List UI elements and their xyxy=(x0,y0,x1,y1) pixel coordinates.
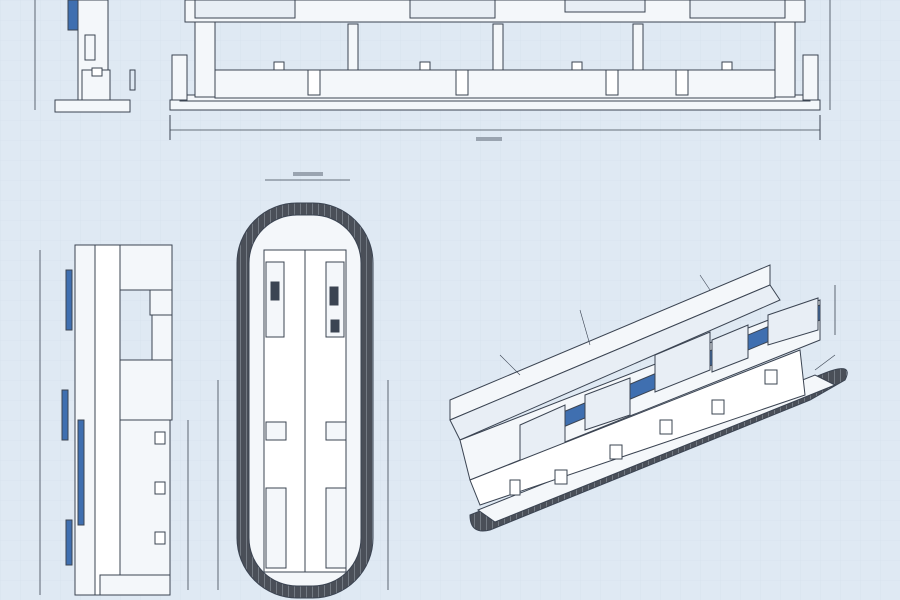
drawing-line xyxy=(119,359,173,421)
drawing-line xyxy=(119,244,173,291)
drawing-line xyxy=(711,399,725,415)
drawing-line xyxy=(194,0,296,19)
drawing-line xyxy=(149,289,173,316)
drawing-line xyxy=(699,274,711,291)
drawing-line xyxy=(347,23,359,71)
front-posts xyxy=(347,23,644,71)
drawing-line xyxy=(711,324,749,373)
drawing-line xyxy=(214,69,776,99)
drawing-line xyxy=(767,297,819,346)
drawing-line xyxy=(455,69,469,96)
drawing-line xyxy=(151,314,173,364)
plan-kiosks xyxy=(265,261,347,569)
front-screens xyxy=(194,0,786,19)
drawing-line xyxy=(265,487,287,569)
drawing-line xyxy=(492,23,504,71)
drawing-line xyxy=(609,444,623,460)
iso-screens xyxy=(519,297,819,471)
drawing-line xyxy=(409,0,496,19)
drawing-line xyxy=(273,61,285,71)
drawing-line xyxy=(509,479,521,496)
drawing-line xyxy=(194,21,216,98)
side-section xyxy=(39,244,189,596)
drawing-line xyxy=(61,389,69,441)
drawing-line xyxy=(774,21,796,98)
drawing-line xyxy=(499,354,521,376)
plan-view xyxy=(217,172,389,599)
drawing-line xyxy=(67,0,79,31)
drawing-line xyxy=(307,69,321,96)
drawing-line xyxy=(814,354,836,371)
drawing-line xyxy=(94,244,121,596)
isometric-view xyxy=(449,264,848,532)
drawing-line xyxy=(325,487,347,569)
drawing-line xyxy=(119,419,171,576)
drawing-line xyxy=(764,369,778,385)
drawing-line xyxy=(129,69,136,91)
drawing-line xyxy=(265,421,287,441)
drawing-line xyxy=(689,0,786,19)
drawing-line xyxy=(65,519,73,566)
drawing-line xyxy=(154,431,166,445)
drawing-line xyxy=(659,419,673,435)
drawing-line xyxy=(675,69,689,96)
drawing-line xyxy=(584,377,631,431)
drawing-line xyxy=(554,469,568,485)
drawing-line xyxy=(293,172,323,176)
drawing-line xyxy=(330,319,340,333)
drawing-line xyxy=(154,481,166,495)
front-kiosks xyxy=(273,61,733,96)
iso-kiosks xyxy=(509,369,778,496)
drawing-line xyxy=(654,331,711,393)
drawing-line xyxy=(91,67,103,77)
drawing-line xyxy=(54,99,131,113)
drawing-line xyxy=(329,286,339,306)
drawing-line xyxy=(571,61,583,71)
drawing-line xyxy=(154,531,166,545)
drawing-line xyxy=(99,574,171,596)
drawing-line xyxy=(802,54,819,101)
drawing-line xyxy=(605,69,619,96)
drawing-line xyxy=(77,419,85,526)
drawing-line xyxy=(84,34,96,61)
drawing-line xyxy=(632,23,644,71)
drawing-line xyxy=(721,61,733,71)
drawing-line xyxy=(419,61,431,71)
drawing-line xyxy=(579,309,591,346)
drawing-line xyxy=(325,421,347,441)
dimension-label xyxy=(476,137,502,141)
drawing-line xyxy=(171,54,188,101)
side-elevation-small xyxy=(34,0,136,113)
drawing-line xyxy=(270,281,280,301)
drawing-line xyxy=(449,284,781,441)
drawing-line xyxy=(65,269,73,331)
drawing-line xyxy=(469,349,806,506)
drawing-line xyxy=(564,0,646,13)
front-elevation xyxy=(169,0,831,141)
